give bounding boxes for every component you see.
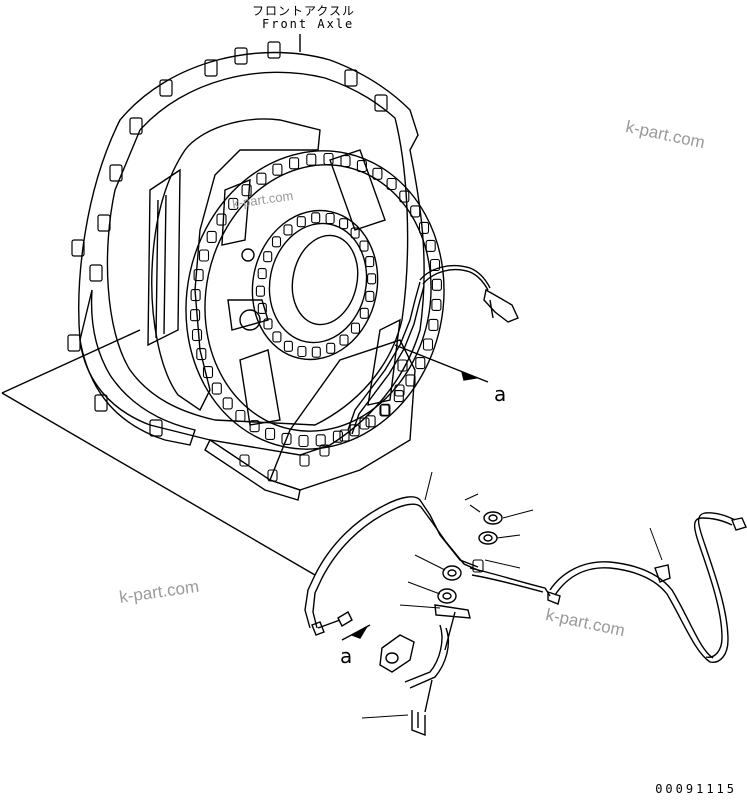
stud-bolt xyxy=(250,421,259,432)
stud-bolt xyxy=(258,269,266,279)
stud-bolt xyxy=(191,310,200,321)
outer-flange xyxy=(79,53,424,456)
stud-bolt xyxy=(307,154,316,165)
stud-bolt xyxy=(366,257,374,267)
stud-bolt xyxy=(416,358,425,369)
stud-bolt xyxy=(299,436,308,447)
outer-bolt-ring-inner xyxy=(181,144,456,453)
stud-bolt xyxy=(223,398,232,409)
brake-tube-assembly xyxy=(305,497,480,635)
stud-bolt xyxy=(432,279,441,290)
mounting-pad xyxy=(205,340,415,500)
stud-bolt xyxy=(290,158,299,169)
stud-bolt xyxy=(242,185,251,196)
leader-left-lower xyxy=(2,393,315,575)
stud-bolt xyxy=(312,213,320,223)
stud-bolt xyxy=(432,299,441,310)
stud-bolt xyxy=(204,367,213,378)
stud-bolt xyxy=(360,241,368,251)
arrow-a-upper-head xyxy=(462,372,476,380)
washer-stack xyxy=(435,512,502,650)
stud-bolt xyxy=(340,335,348,345)
stud-bolt xyxy=(273,237,281,247)
stud-bolt xyxy=(236,411,245,422)
flange-bolts xyxy=(68,42,387,436)
stud-bolt xyxy=(284,341,292,351)
stud-bolt xyxy=(387,179,396,190)
brake-pack xyxy=(148,170,180,345)
stud-bolt xyxy=(327,343,335,353)
stud-bolt xyxy=(282,433,291,444)
stud-bolt xyxy=(351,228,359,238)
stud-bolt xyxy=(411,206,420,217)
stud-bolt xyxy=(207,231,216,242)
stud-bolt xyxy=(333,431,342,442)
wear-sensor-harness xyxy=(348,266,518,434)
callout-a-upper: a xyxy=(494,382,507,406)
title-english: Front Axle xyxy=(262,17,355,31)
stud-bolt xyxy=(326,214,334,224)
stud-bolt xyxy=(297,217,305,227)
stud-bolt xyxy=(273,164,282,175)
final-drive xyxy=(159,127,472,474)
stud-bolt xyxy=(229,198,238,209)
hub-outer xyxy=(239,199,391,372)
stud-bolt xyxy=(194,270,203,281)
stud-bolt xyxy=(340,219,348,229)
stud-bolt xyxy=(366,291,374,301)
stud-bolt xyxy=(312,347,320,357)
drawing-code: 00091115 xyxy=(655,782,737,796)
clamp-bracket xyxy=(380,625,448,735)
axle-housing xyxy=(68,42,424,455)
leader-left-upper xyxy=(2,330,140,393)
housing-body xyxy=(152,119,320,410)
stud-bolt xyxy=(426,240,435,251)
arrow-a-lower-head xyxy=(352,628,366,638)
stud-bolt xyxy=(284,225,292,235)
title-japanese: フロントアクスル xyxy=(252,4,356,18)
stud-bolt xyxy=(298,347,306,357)
stud-bolt xyxy=(420,222,429,233)
stud-bolt xyxy=(212,383,221,394)
stud-bolt xyxy=(197,349,206,360)
stud-bolt xyxy=(341,156,350,167)
stud-bolt xyxy=(381,404,390,415)
stud-bolt xyxy=(429,319,438,330)
stud-bolt xyxy=(400,191,409,202)
stud-bolt xyxy=(191,290,200,301)
hose-assembly xyxy=(470,513,746,662)
stud-bolt xyxy=(366,416,375,427)
callout-a-lower: a xyxy=(340,644,353,668)
hub-bore xyxy=(284,229,365,330)
tube-bolts xyxy=(465,494,483,572)
stud-bolt xyxy=(373,168,382,179)
stud-bolt xyxy=(424,339,433,350)
stud-bolt xyxy=(352,323,360,333)
stud-bolt xyxy=(406,375,415,386)
stud-bolt xyxy=(256,286,264,296)
stud-bolt xyxy=(264,252,272,262)
stud-bolt xyxy=(360,308,368,318)
inner-flange xyxy=(107,72,407,425)
stud-bolt xyxy=(316,435,325,446)
stud-bolt xyxy=(257,173,266,184)
hub-inner xyxy=(259,214,378,351)
stud-bolt xyxy=(193,330,202,341)
stud-bolt xyxy=(266,428,275,439)
stud-bolt xyxy=(200,250,209,261)
stud-bolt xyxy=(273,332,281,342)
stud-bolt xyxy=(431,260,440,271)
part-leaders xyxy=(362,472,662,718)
stud-bolt xyxy=(217,214,226,225)
stud-bolt xyxy=(368,274,376,284)
